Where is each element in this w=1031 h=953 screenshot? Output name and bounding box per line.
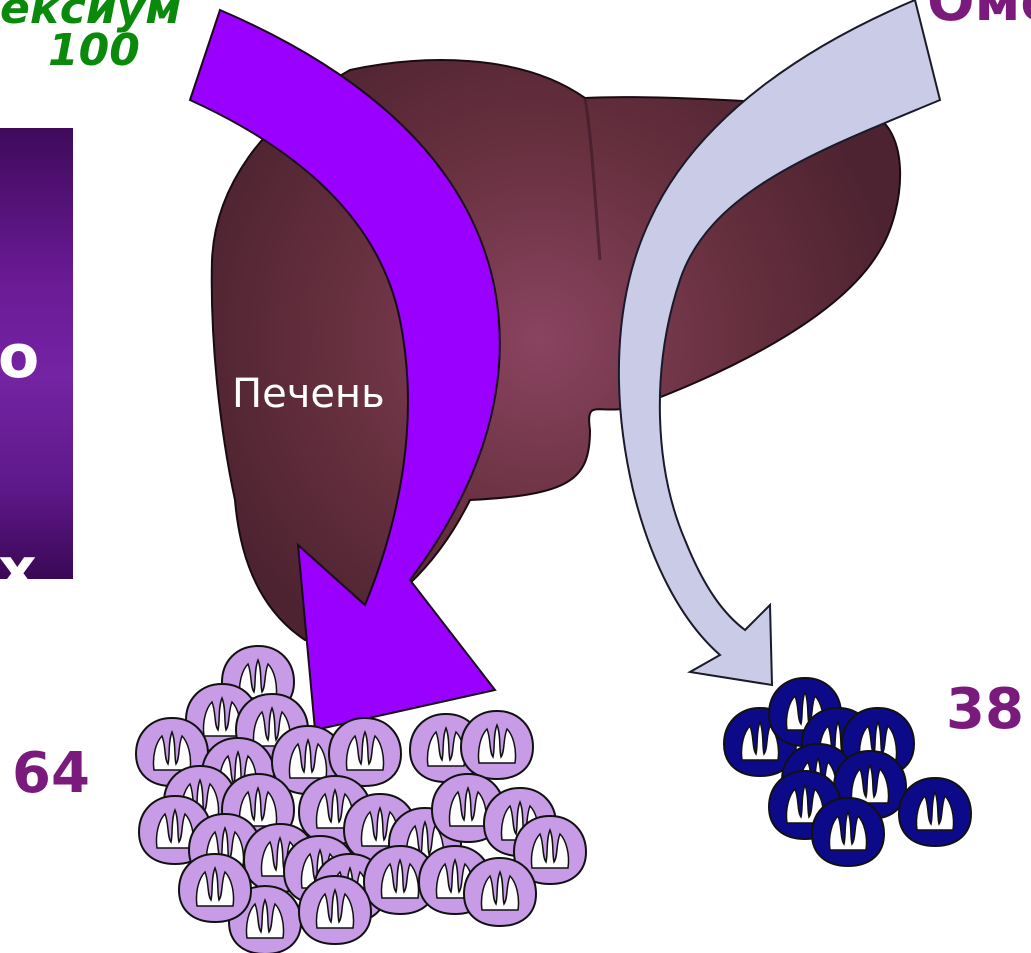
left-count-value: 64 xyxy=(12,744,90,804)
left-cell xyxy=(179,854,251,922)
right-count-value: 38 xyxy=(946,680,1024,740)
liver-label: Печень xyxy=(232,372,385,416)
right-cell xyxy=(899,778,971,846)
right-cell-cluster xyxy=(724,678,971,866)
left-cell xyxy=(461,711,533,779)
left-drug-dose: 100 xyxy=(48,28,140,74)
right-drug-name: Оме xyxy=(927,0,1031,32)
right-cell xyxy=(812,798,884,866)
left-cell xyxy=(299,876,371,944)
left-cell xyxy=(464,858,536,926)
